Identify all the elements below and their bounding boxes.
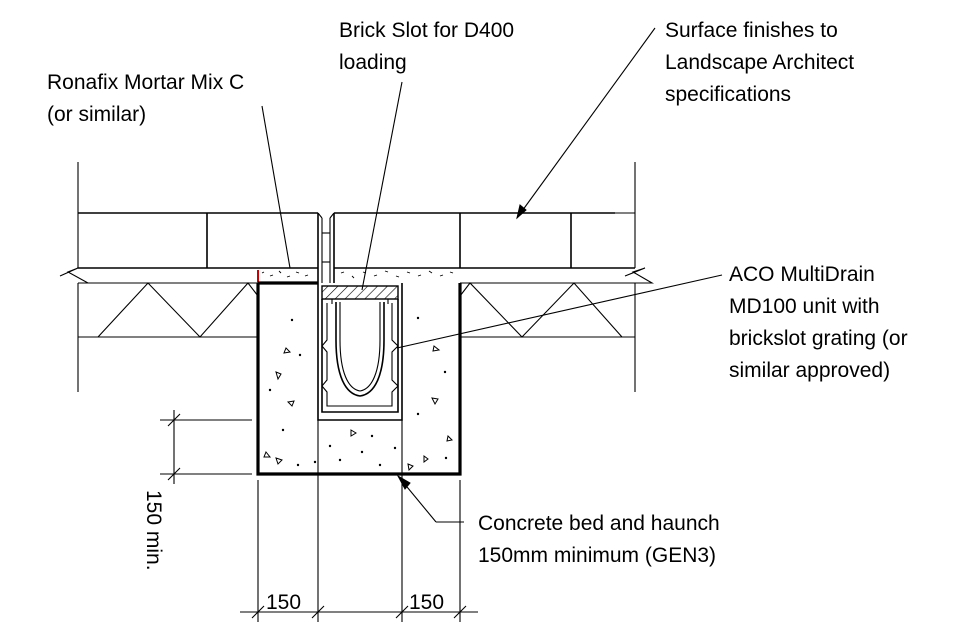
label-brick-slot-line1: Brick Slot for D400: [339, 19, 514, 42]
channel-unit: [321, 285, 399, 413]
surface-construction: [59, 162, 655, 392]
dimension-left-text: 150: [266, 591, 301, 614]
dimension-vertical-text: 150 min.: [142, 490, 165, 571]
label-aco-line2: MD100 unit with: [729, 295, 880, 318]
label-mortar: Ronafix Mortar Mix C (or similar): [47, 71, 244, 126]
label-mortar-line2: (or similar): [47, 103, 146, 126]
sub-base-left: [97, 282, 259, 338]
label-concrete-line2: 150mm minimum (GEN3): [478, 544, 716, 567]
concrete-bed: [256, 281, 462, 476]
label-aco-line3: brickslot grating (or: [729, 327, 908, 350]
label-brick-slot: Brick Slot for D400 loading: [339, 19, 514, 74]
label-concrete: Concrete bed and haunch 150mm minimum (G…: [478, 512, 720, 567]
paving-blocks: [78, 212, 635, 269]
leader-lines: [261, 27, 723, 523]
label-aco-line4: similar approved): [729, 359, 890, 382]
label-brick-slot-line2: loading: [339, 51, 407, 74]
label-surface-line2: Landscape Architect: [665, 51, 854, 74]
label-surface: Surface finishes to Landscape Architect …: [665, 19, 854, 106]
label-surface-line3: specifications: [665, 83, 791, 106]
label-aco-unit: ACO MultiDrain MD100 unit with brickslot…: [729, 263, 908, 382]
label-surface-line1: Surface finishes to: [665, 19, 838, 42]
brick-slot: [317, 212, 335, 283]
dimension-right-text: 150: [409, 591, 444, 614]
label-concrete-line1: Concrete bed and haunch: [478, 512, 720, 535]
label-aco-line1: ACO MultiDrain: [729, 263, 875, 286]
label-mortar-line1: Ronafix Mortar Mix C: [47, 71, 244, 94]
dimension-lines: [160, 410, 478, 622]
